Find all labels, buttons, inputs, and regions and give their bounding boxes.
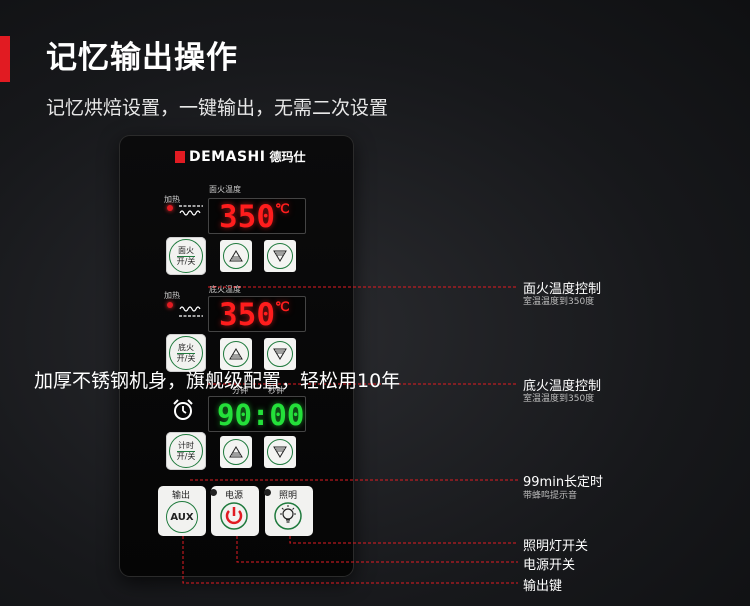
top-temp-value: 350 <box>219 199 275 235</box>
bottom-temp-display: 350℃ <box>208 296 306 333</box>
light-indicator-led <box>264 489 271 496</box>
top-temp-display: 350℃ <box>208 198 306 235</box>
brand-name-cn: 德玛仕 <box>269 150 306 164</box>
top-heat-toggle-circle: 面火 开/关 <box>169 239 203 273</box>
callout-timer-title: 99min长定时 <box>523 475 604 490</box>
timer-toggle-circle: 计时 开/关 <box>169 434 203 468</box>
bottom-temp-value: 350 <box>219 297 275 333</box>
top-heat-wave-icon <box>179 205 203 216</box>
page-subtitle: 记忆烘焙设置，一键输出，无需二次设置 <box>46 97 389 119</box>
bottom-heat-toggle-circle: 底火 开/关 <box>169 336 203 370</box>
top-heat-label: 加热 <box>164 195 180 204</box>
top-heat-indicator-led <box>167 205 173 211</box>
power-caption: 电源 <box>225 491 244 501</box>
triangle-up-icon <box>229 348 243 360</box>
triangle-up-icon <box>229 446 243 458</box>
triangle-down-icon <box>273 250 287 262</box>
top-temp-down-button[interactable] <box>264 240 296 272</box>
aux-caption: 输出 <box>172 491 191 501</box>
top-heat-toggle-button[interactable]: 面火 开/关 <box>166 237 206 275</box>
light-button[interactable]: 照明 <box>264 486 313 536</box>
power-icon <box>220 502 248 530</box>
aux-output-button[interactable]: 输出 AUX <box>158 486 206 536</box>
callout-output-title: 输出键 <box>523 579 563 594</box>
control-panel: DEMASHI 德玛仕 加热 面火温度 350℃ 面火 开/关 加热 底火温度 … <box>120 136 353 576</box>
timer-minute-label: 分钟 <box>232 386 248 395</box>
timer-toggle-button[interactable]: 计时 开/关 <box>166 432 206 470</box>
alarm-clock-icon <box>173 399 193 420</box>
bottom-heat-wave-icon <box>179 306 203 317</box>
timer-up-button[interactable] <box>220 436 252 468</box>
power-indicator-led <box>210 489 217 496</box>
light-bulb-icon <box>274 502 302 530</box>
callout-bottom-temp-title: 底火温度控制 <box>523 379 602 394</box>
overlay-caption: 加厚不锈钢机身，旗舰级配置，轻松用10年 <box>34 370 401 392</box>
triangle-up-icon <box>229 250 243 262</box>
aux-label: AUX <box>166 501 198 533</box>
callout-bottom-temp-sub: 室温温度到350度 <box>523 394 595 404</box>
top-heat-toggle-label-2: 开/关 <box>176 255 196 266</box>
bottom-heat-label: 加热 <box>164 291 180 300</box>
callout-power-title: 电源开关 <box>523 558 576 573</box>
power-button[interactable]: 电源 <box>210 486 259 536</box>
timer-down-button[interactable] <box>264 436 296 468</box>
bottom-heat-toggle-label-1: 底火 <box>178 342 194 352</box>
callout-timer-sub: 带蜂鸣提示音 <box>523 491 578 501</box>
page-title: 记忆输出操作 <box>46 40 238 76</box>
bottom-heat-toggle-button[interactable]: 底火 开/关 <box>166 334 206 372</box>
triangle-down-icon <box>273 348 287 360</box>
triangle-down-icon <box>273 446 287 458</box>
bottom-temp-down-button[interactable] <box>264 338 296 370</box>
title-accent-bar <box>0 36 10 82</box>
callout-light-title: 照明灯开关 <box>523 539 589 554</box>
bottom-heat-toggle-label-2: 开/关 <box>176 352 196 363</box>
timer-toggle-label-2: 开/关 <box>176 450 196 461</box>
brand-logo: DEMASHI 德玛仕 <box>175 148 305 165</box>
bottom-temp-label: 底火温度 <box>209 285 241 294</box>
timer-second-label: 秒钟 <box>268 386 284 395</box>
bottom-temp-up-button[interactable] <box>220 338 252 370</box>
callout-top-temp-title: 面火温度控制 <box>523 282 602 297</box>
top-temp-label: 面火温度 <box>209 185 241 194</box>
bottom-heat-indicator-led <box>167 302 173 308</box>
light-caption: 照明 <box>279 491 298 501</box>
brand-name: DEMASHI <box>189 148 266 165</box>
top-heat-toggle-label-1: 面火 <box>178 245 194 255</box>
brand-mark-icon <box>175 150 185 163</box>
top-temp-up-button[interactable] <box>220 240 252 272</box>
callout-top-temp-sub: 室温温度到350度 <box>523 297 595 307</box>
bottom-temp-unit: ℃ <box>275 300 290 315</box>
timer-display: 90:00 <box>208 396 306 432</box>
top-temp-unit: ℃ <box>275 202 290 217</box>
timer-toggle-label-1: 计时 <box>178 440 194 450</box>
